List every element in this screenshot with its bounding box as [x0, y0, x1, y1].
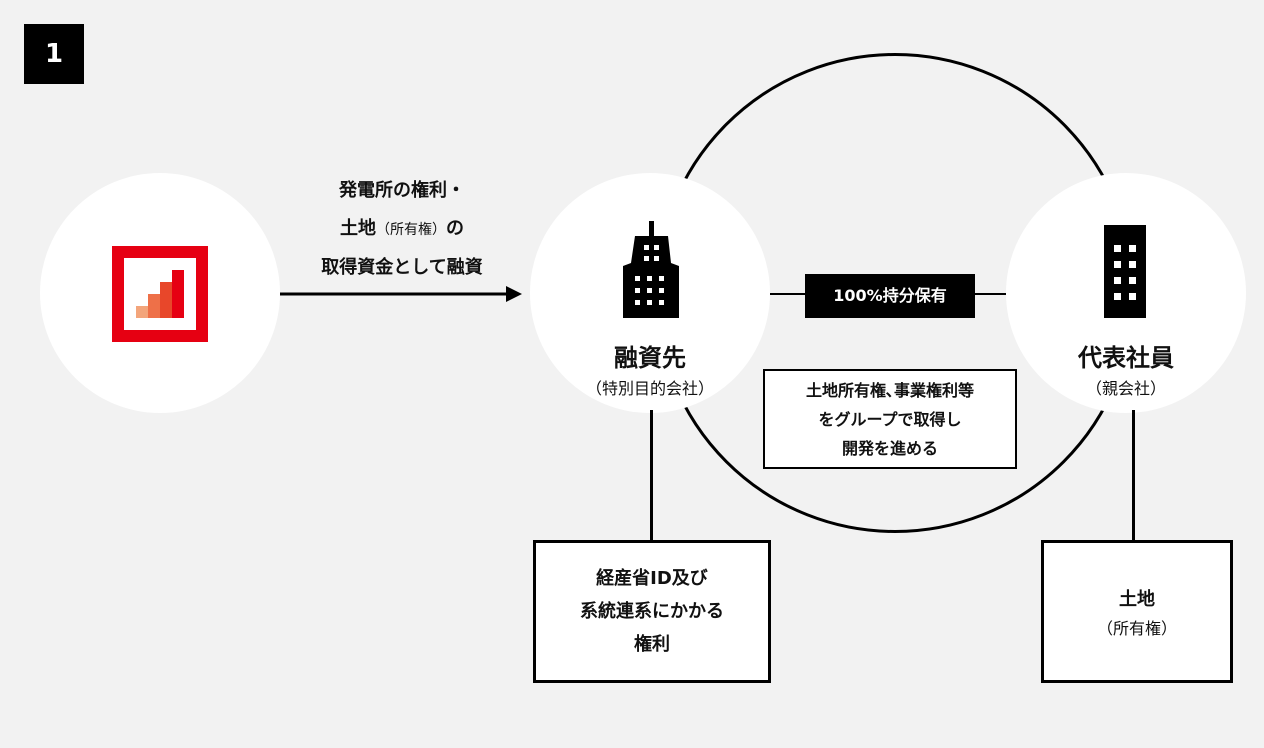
spc-connector — [650, 410, 653, 542]
ownership-badge: 100%持分保有 — [805, 274, 975, 318]
parent-assets-name: 土地 — [1119, 588, 1155, 610]
spc-name: 融資先 — [614, 344, 686, 372]
parent-name: 代表社員 — [1078, 344, 1174, 372]
lender-logo-icon — [112, 246, 208, 342]
parent-subtitle: （親会社） — [1085, 379, 1166, 398]
parent-assets-box: 土地 （所有権） — [1041, 540, 1233, 683]
parent-assets-sub: （所有権） — [1096, 618, 1177, 638]
office-building-icon — [1104, 225, 1146, 318]
spc-assets-box: 経産省ID及び系統連系にかかる権利 — [533, 540, 771, 683]
spc-circle: 融資先 （特別目的会社） — [530, 173, 770, 413]
skyscraper-icon — [623, 221, 679, 318]
group-note-box: 土地所有権､事業権利等をグループで取得し開発を進める — [763, 369, 1017, 469]
arrow-icon — [280, 286, 522, 302]
lender-circle — [40, 173, 280, 413]
step-number-badge: 1 — [24, 24, 84, 84]
parent-connector — [1132, 410, 1135, 542]
flow-label: 発電所の権利・ 土地（所有権）の 取得資金として融資 — [321, 180, 483, 278]
parent-circle: 代表社員 （親会社） — [1006, 173, 1246, 413]
spc-subtitle: （特別目的会社） — [585, 379, 714, 398]
